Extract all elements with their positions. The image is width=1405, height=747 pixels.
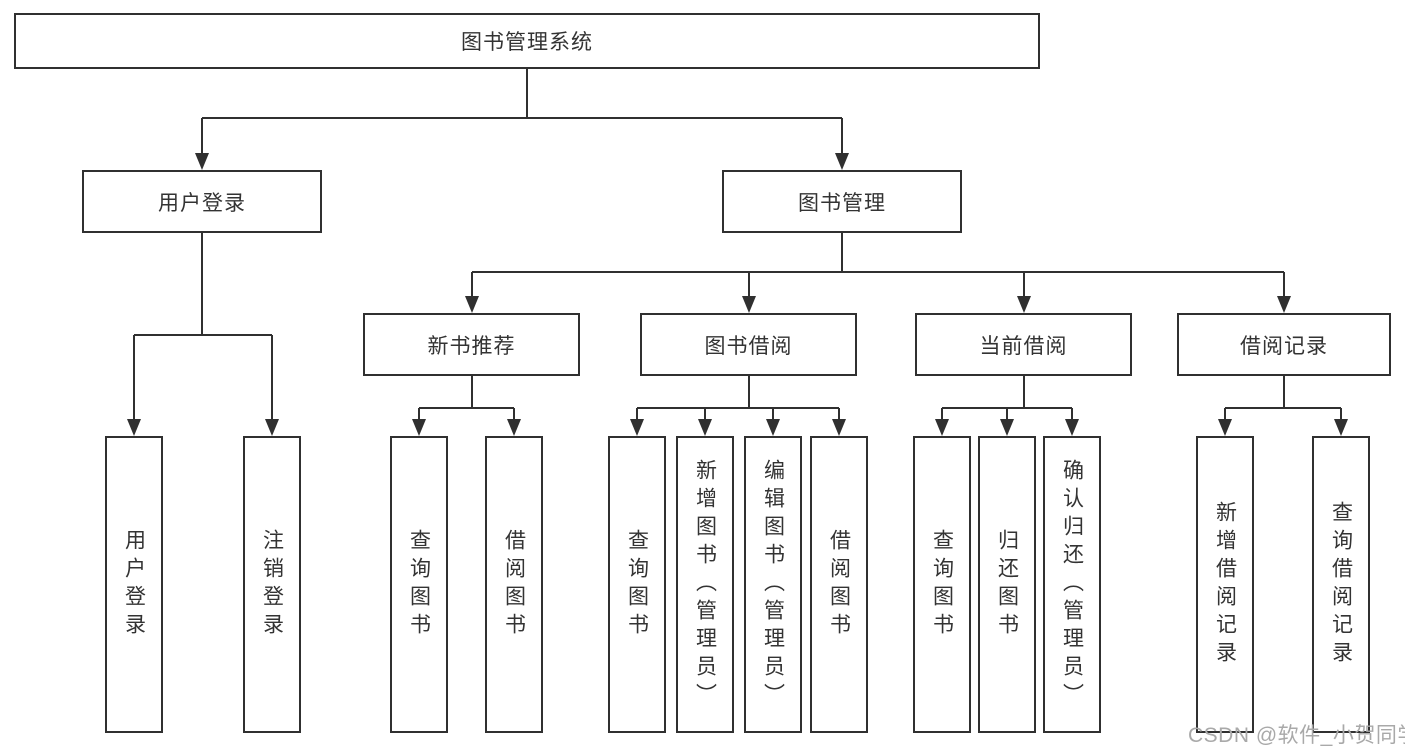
leaf-rec-borrow-book: 借阅图书: [485, 436, 543, 733]
leaf-add-borrow-record: 新增借阅记录: [1196, 436, 1254, 733]
node-new-book-recommend: 新书推荐: [363, 313, 580, 376]
leaf-return-book: 归还图书: [978, 436, 1036, 733]
connector-book-mgmt-children: [465, 233, 1291, 313]
leaf-add-book-admin: 新增图书（管理员）: [676, 436, 734, 733]
connector-current-borrow-children: [935, 376, 1079, 436]
node-root-system: 图书管理系统: [14, 13, 1040, 69]
node-borrow-record: 借阅记录: [1177, 313, 1391, 376]
leaf-confirm-return-admin: 确认归还（管理员）: [1043, 436, 1101, 733]
csdn-watermark: CSDN @软件_小贺同学: [1188, 724, 1405, 747]
connector-user-login-children: [127, 233, 279, 436]
leaf-edit-book-admin: 编辑图书（管理员）: [744, 436, 802, 733]
node-book-management: 图书管理: [722, 170, 962, 233]
leaf-query-borrow-record: 查询借阅记录: [1312, 436, 1370, 733]
connector-borrow-record-children: [1218, 376, 1348, 436]
node-current-borrow: 当前借阅: [915, 313, 1132, 376]
leaf-borrow-book: 借阅图书: [810, 436, 868, 733]
node-book-borrow: 图书借阅: [640, 313, 857, 376]
leaf-user-login: 用户登录: [105, 436, 163, 733]
leaf-current-query-book: 查询图书: [913, 436, 971, 733]
connector-new-book-rec-children: [412, 376, 521, 436]
connector-root-to-level2: [195, 69, 849, 170]
leaf-logout: 注销登录: [243, 436, 301, 733]
leaf-rec-query-book: 查询图书: [390, 436, 448, 733]
node-user-login: 用户登录: [82, 170, 322, 233]
connector-book-borrow-children: [630, 376, 846, 436]
leaf-borrow-query-book: 查询图书: [608, 436, 666, 733]
